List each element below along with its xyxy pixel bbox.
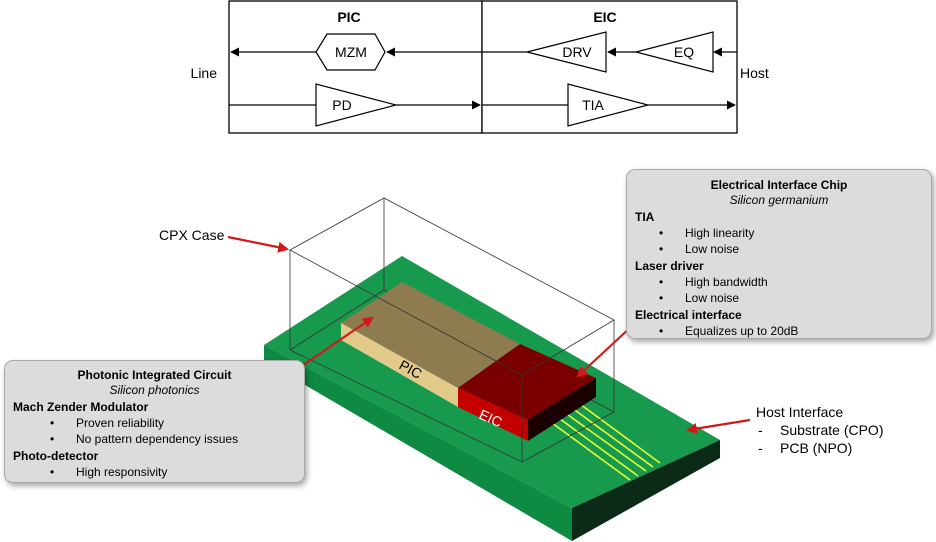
pic-info-box: Photonic Integrated Circuit Silicon phot… bbox=[4, 360, 305, 483]
host-interface-item-text: PCB (NPO) bbox=[780, 440, 853, 456]
host-label: Host bbox=[740, 65, 769, 81]
pic-info-title: Photonic Integrated Circuit bbox=[77, 368, 232, 382]
pic-info-subtitle: Silicon photonics bbox=[109, 383, 200, 397]
list-item: Low noise bbox=[659, 241, 923, 257]
callout-arrows bbox=[227, 235, 751, 435]
eic-section-list: Equalizes up to 20dB bbox=[659, 323, 923, 339]
host-interface-arrow bbox=[685, 418, 751, 435]
eic-section-heading: TIA bbox=[635, 210, 655, 224]
pd-label: PD bbox=[332, 97, 351, 113]
list-item: High bandwidth bbox=[659, 274, 923, 290]
eic-info-box: Electrical Interface Chip Silicon german… bbox=[626, 169, 932, 339]
host-interface-dash: - bbox=[758, 440, 763, 456]
pic-section-list: High responsivity bbox=[50, 464, 296, 480]
tia-amplifier bbox=[567, 83, 651, 127]
eic-info-subtitle: Silicon germanium bbox=[729, 193, 829, 207]
list-item: Equalizes up to 20dB bbox=[659, 323, 923, 339]
substrate-side bbox=[572, 440, 720, 541]
pd-amplifier bbox=[315, 83, 399, 127]
eic-chip-top bbox=[458, 344, 596, 420]
cpx-case-label: CPX Case bbox=[159, 227, 225, 243]
host-interface-title: Host Interface bbox=[756, 404, 844, 420]
eic-chip-side bbox=[528, 378, 596, 441]
mzm-label: MZM bbox=[335, 44, 367, 60]
eic-arrow bbox=[576, 325, 633, 378]
host-interface-item: - PCB (NPO) bbox=[758, 439, 883, 457]
substrate-front bbox=[264, 345, 572, 541]
package-3d: PIC EIC bbox=[264, 197, 720, 541]
cpx-case-outline bbox=[289, 197, 615, 463]
drv-label: DRV bbox=[562, 44, 592, 60]
pic-block-title: PIC bbox=[337, 9, 360, 25]
host-interface-item-text: Substrate (CPO) bbox=[780, 422, 884, 438]
host-interface-traces bbox=[547, 403, 661, 481]
line-label: Line bbox=[191, 65, 218, 81]
eic-section-list: High bandwidth Low noise bbox=[659, 274, 923, 306]
block-diagram: PIC EIC EQ DRV MZM PD TIA Line Host bbox=[191, 0, 769, 134]
pic-chip-front bbox=[341, 323, 458, 407]
eic-section-list: High linearity Low noise bbox=[659, 225, 923, 257]
eic-block-title: EIC bbox=[593, 9, 616, 25]
cpx-case-arrow bbox=[227, 235, 290, 253]
list-item: High responsivity bbox=[50, 464, 296, 480]
pic-chip-top bbox=[341, 282, 520, 388]
eic-section-heading: Electrical interface bbox=[635, 308, 742, 322]
tia-label: TIA bbox=[582, 97, 604, 113]
pic-section-heading: Photo-detector bbox=[13, 449, 99, 463]
eic-info-title: Electrical Interface Chip bbox=[710, 178, 848, 192]
pic-arrow bbox=[295, 316, 374, 371]
eic-section-heading: Laser driver bbox=[635, 259, 704, 273]
host-interface-dash: - bbox=[758, 422, 763, 438]
pic-section-list: Proven reliability No pattern dependency… bbox=[50, 415, 296, 447]
list-item: No pattern dependency issues bbox=[50, 431, 296, 447]
eic-chip-front bbox=[458, 388, 528, 441]
host-interface-item: - Substrate (CPO) bbox=[758, 421, 883, 439]
host-interface-callout: Host Interface - Substrate (CPO) - PCB (NP… bbox=[756, 403, 883, 457]
list-item: Low noise bbox=[659, 290, 923, 306]
pic-section-heading: Mach Zender Modulator bbox=[13, 400, 149, 414]
list-item: High linearity bbox=[659, 225, 923, 241]
eq-label: EQ bbox=[674, 44, 694, 60]
eq-amplifier bbox=[633, 31, 714, 73]
list-item: Proven reliability bbox=[50, 415, 296, 431]
drv-amplifier bbox=[526, 31, 607, 73]
